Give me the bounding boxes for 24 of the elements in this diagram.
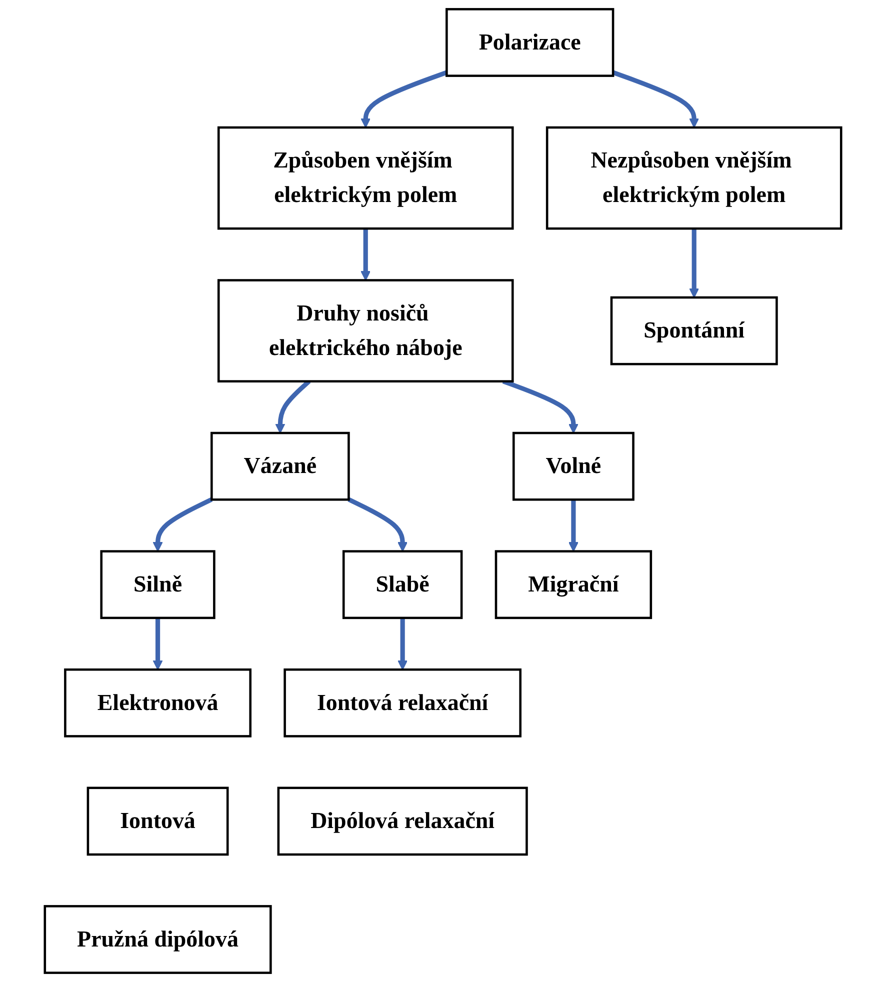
node-box: Dipólová relaxační [277,786,528,856]
node-box: Elektronová [64,668,252,738]
node-box: Polarizace [446,8,614,77]
node-box: Nezpůsoben vnějším elektrickým polem [546,126,842,230]
arrow [612,70,700,128]
node-box: Iontová [86,786,229,856]
arrow [152,497,213,552]
arrow [568,500,578,552]
node-box: Pružná dipólová [44,905,272,974]
node-box: Volné [512,432,634,501]
node-box: Druhy nosičů elektrického náboje [217,279,514,382]
node-box: Migrační [494,550,652,620]
arrow [152,618,163,670]
arrow [348,497,408,552]
arrow [360,70,448,128]
node-box: Způsoben vnějším elektrickým polem [217,126,514,230]
node-box: Iontová relaxační [284,668,522,738]
arrow [360,228,371,281]
node-box: Silně [100,550,216,620]
node-box: Vázané [210,432,350,501]
node-box: Spontánní [610,296,778,366]
node-box: Slabě [342,550,463,620]
arrow [398,618,408,670]
arrow [689,228,700,298]
